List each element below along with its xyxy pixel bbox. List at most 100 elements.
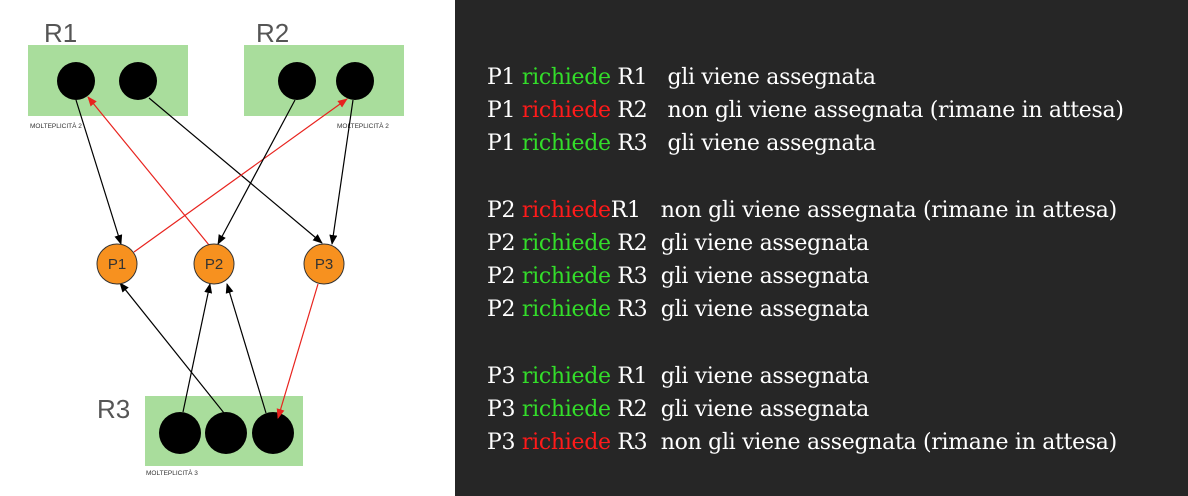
spacer [647, 364, 660, 389]
resource-name: R1 [617, 65, 648, 90]
spacer [641, 198, 661, 223]
request-line: P2 richiede R3 gli viene assegnata [487, 293, 1187, 326]
resource-instance [278, 62, 316, 100]
process-p1: P1 [96, 243, 138, 285]
multiplicity-label: MOLTEPLICITÀ 3 [146, 468, 198, 477]
resource-label: R3 [97, 394, 130, 424]
request-outcome: gli viene assegnata [660, 397, 869, 422]
request-line: P3 richiede R2 gli viene assegnata [487, 393, 1187, 426]
resource-r1: R1 MOLTEPLICITÀ 2 [28, 18, 188, 130]
resource-name: R1 [617, 364, 648, 389]
resource-r2: R2 MOLTEPLICITÀ 2 [244, 18, 404, 130]
process-name: P2 [487, 264, 516, 289]
multiplicity-label: MOLTEPLICITÀ 2 [337, 121, 389, 130]
spacer [515, 297, 522, 322]
request-outcome: non gli viene assegnata (rimane in attes… [660, 430, 1117, 455]
resource-box [244, 45, 404, 116]
resource-instance [159, 412, 201, 454]
resource-name: R3 [617, 297, 648, 322]
process-name: P1 [487, 65, 516, 90]
spacer [647, 297, 660, 322]
request-verb: richiede [521, 264, 611, 289]
process-name: P3 [487, 430, 516, 455]
spacer [515, 65, 522, 90]
resource-allocation-graph: R1 MOLTEPLICITÀ 2 R2 MOLTEPLICITÀ 2 R3 M… [28, 18, 404, 477]
request-edge [276, 283, 319, 419]
process-node [303, 243, 345, 285]
request-outcome: non gli viene assegnata (rimane in attes… [660, 198, 1117, 223]
process-name: P3 [487, 397, 516, 422]
resource-r3: R3 MOLTEPLICITÀ 3 [97, 394, 303, 477]
spacer [647, 65, 667, 90]
spacer [515, 264, 522, 289]
assignment-edge [329, 99, 354, 245]
resource-instance [119, 62, 157, 100]
resource-label: R2 [256, 18, 289, 48]
request-group-p2: P2 richiedeR1 non gli viene assegnata (r… [487, 194, 1187, 326]
request-outcome: gli viene assegnata [660, 264, 869, 289]
process-name: P2 [487, 297, 516, 322]
process-node [96, 243, 138, 285]
process-p2: P2 [193, 243, 235, 285]
process-name: P1 [487, 98, 516, 123]
resource-instance [57, 62, 95, 100]
spacer [515, 430, 522, 455]
spacer [515, 98, 522, 123]
request-verb: richiede [521, 65, 611, 90]
request-edge [87, 96, 210, 246]
request-verb: richiede [521, 98, 611, 123]
request-line: P1 richiede R3 gli viene assegnata [487, 127, 1187, 160]
request-line: P3 richiede R1 gli viene assegnata [487, 360, 1187, 393]
request-outcome: gli viene assegnata [667, 65, 876, 90]
process-name: P2 [487, 231, 516, 256]
spacer [647, 98, 667, 123]
request-outcome: non gli viene assegnata (rimane in attes… [667, 98, 1124, 123]
spacer [647, 397, 660, 422]
spacer [647, 131, 667, 156]
edges [75, 96, 354, 419]
assignment-edge [75, 99, 123, 245]
request-line: P2 richiedeR1 non gli viene assegnata (r… [487, 194, 1187, 227]
process-label: P1 [108, 256, 126, 273]
assignment-edge [182, 283, 213, 413]
request-verb: richiede [521, 397, 611, 422]
resource-label: R1 [44, 18, 77, 48]
request-line: P1 richiede R2 non gli viene assegnata (… [487, 94, 1187, 127]
request-edge [133, 98, 348, 253]
process-name: P2 [487, 198, 516, 223]
spacer [515, 364, 522, 389]
request-verb: richiede [521, 430, 611, 455]
request-verb: richiede [521, 297, 611, 322]
request-outcome: gli viene assegnata [660, 231, 869, 256]
resource-instance [336, 62, 374, 100]
resource-box [28, 45, 188, 116]
resource-name: R2 [617, 98, 648, 123]
request-line: P2 richiede R3 gli viene assegnata [487, 260, 1187, 293]
spacer [515, 131, 522, 156]
resource-name: R3 [617, 430, 648, 455]
multiplicity-label: MOLTEPLICITÀ 2 [30, 121, 82, 130]
spacer [647, 264, 660, 289]
process-label: P2 [205, 256, 223, 273]
request-verb: richiede [521, 131, 611, 156]
spacer [647, 430, 660, 455]
request-line: P1 richiede R1 gli viene assegnata [487, 61, 1187, 94]
spacer [515, 397, 522, 422]
process-label: P3 [315, 256, 333, 273]
assignment-edge [217, 99, 296, 245]
resource-name: R3 [617, 264, 648, 289]
request-outcome: gli viene assegnata [660, 297, 869, 322]
resource-name: R1 [610, 198, 641, 223]
resource-name: R2 [617, 397, 648, 422]
resource-name: R2 [617, 231, 648, 256]
spacer [515, 231, 522, 256]
spacer [515, 198, 522, 223]
assignment-edge [225, 283, 267, 414]
process-name: P3 [487, 364, 516, 389]
resource-instance [252, 412, 294, 454]
request-verb: richiede [521, 198, 611, 223]
request-verb: richiede [521, 231, 611, 256]
assignment-edge [119, 282, 225, 414]
